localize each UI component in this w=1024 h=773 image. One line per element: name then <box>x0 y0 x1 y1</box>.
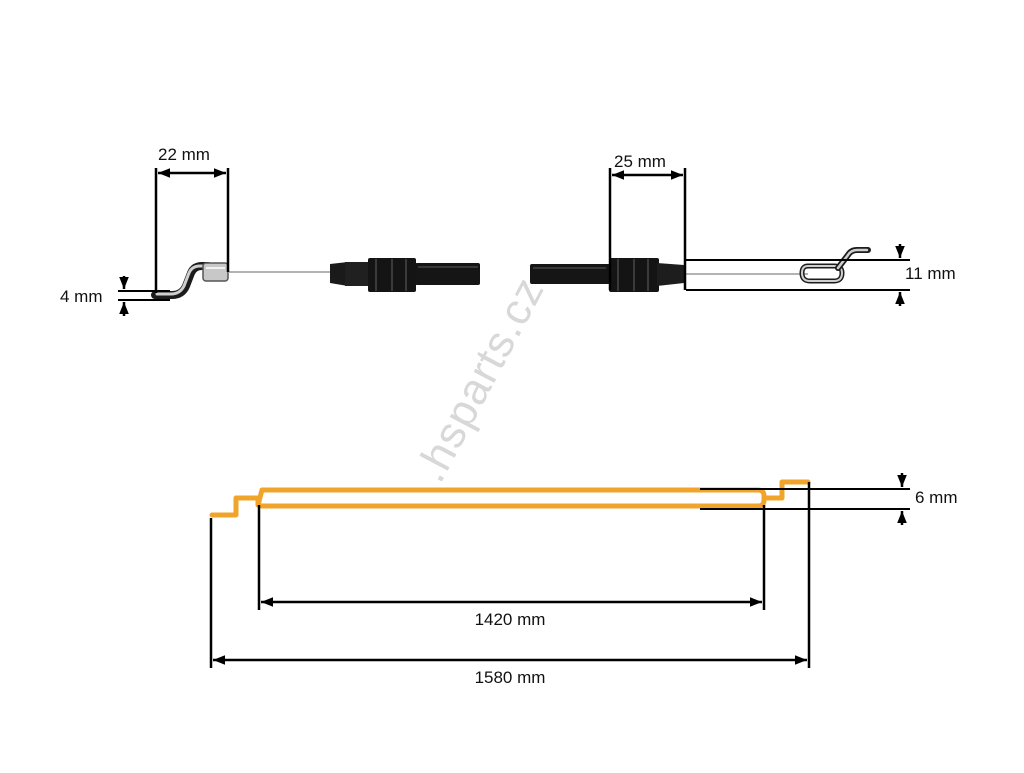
right-sheath <box>530 264 610 284</box>
left-dimensions <box>118 168 230 316</box>
left-connector <box>330 262 348 286</box>
cable-overview <box>209 479 811 518</box>
watermark-text: .hsparts.cz <box>406 269 554 490</box>
inner-length-label: 1420 mm <box>475 610 546 629</box>
left-cable-end <box>151 258 480 299</box>
left-hook-width-label: 22 mm <box>158 145 210 164</box>
left-sheath <box>415 263 480 285</box>
right-dimensions <box>608 168 910 306</box>
overview-dimensions <box>209 473 910 668</box>
left-hook-height-label: 4 mm <box>60 287 103 306</box>
right-hook-width-label: 25 mm <box>614 152 666 171</box>
right-hook-height-label: 11 mm <box>905 264 956 283</box>
left-ferrule <box>202 262 229 282</box>
total-length-label: 1580 mm <box>475 668 546 687</box>
cable-offset-label: 6 mm <box>915 488 958 507</box>
cable-highlight-shape <box>209 479 811 518</box>
right-cable-end <box>530 247 871 292</box>
